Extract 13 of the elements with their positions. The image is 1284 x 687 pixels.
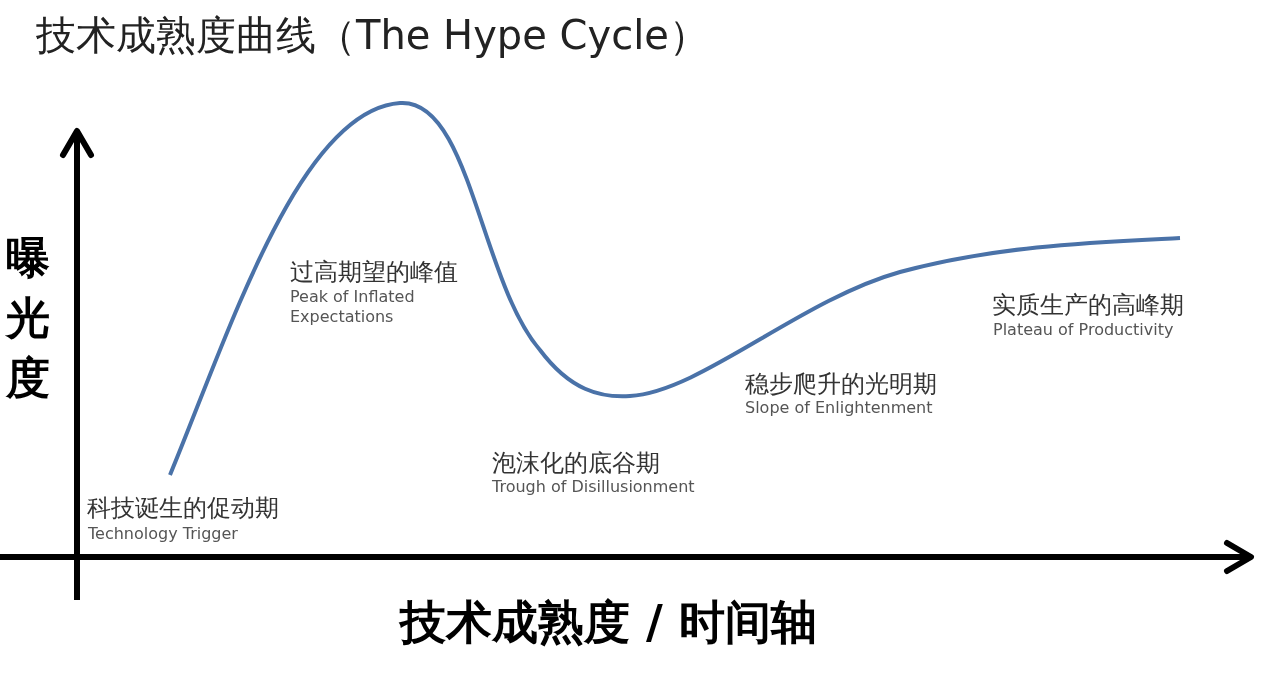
phase-label: 实质生产的高峰期 — [992, 290, 1184, 321]
phase-label: 稳步爬升的光明期 — [745, 369, 937, 400]
phase-caption: Technology Trigger — [88, 524, 238, 543]
axis-label: 曝光度 — [6, 231, 51, 405]
axis-label: 技术成熟度 / 时间轴 — [400, 594, 817, 651]
phase-caption: Peak of Inflated Expectations — [290, 287, 416, 327]
phase-label: 科技诞生的促动期 — [87, 493, 279, 524]
phase-caption: Trough of Disillusionment — [492, 477, 695, 496]
phase-caption: Slope of Enlightenment — [745, 398, 933, 417]
phase-label: 泡沫化的底谷期 — [492, 448, 660, 479]
title: 技术成熟度曲线（The Hype Cycle） — [36, 11, 709, 60]
phase-caption: Plateau of Productivity — [993, 320, 1174, 339]
phase-label: 过高期望的峰值 — [290, 257, 458, 288]
